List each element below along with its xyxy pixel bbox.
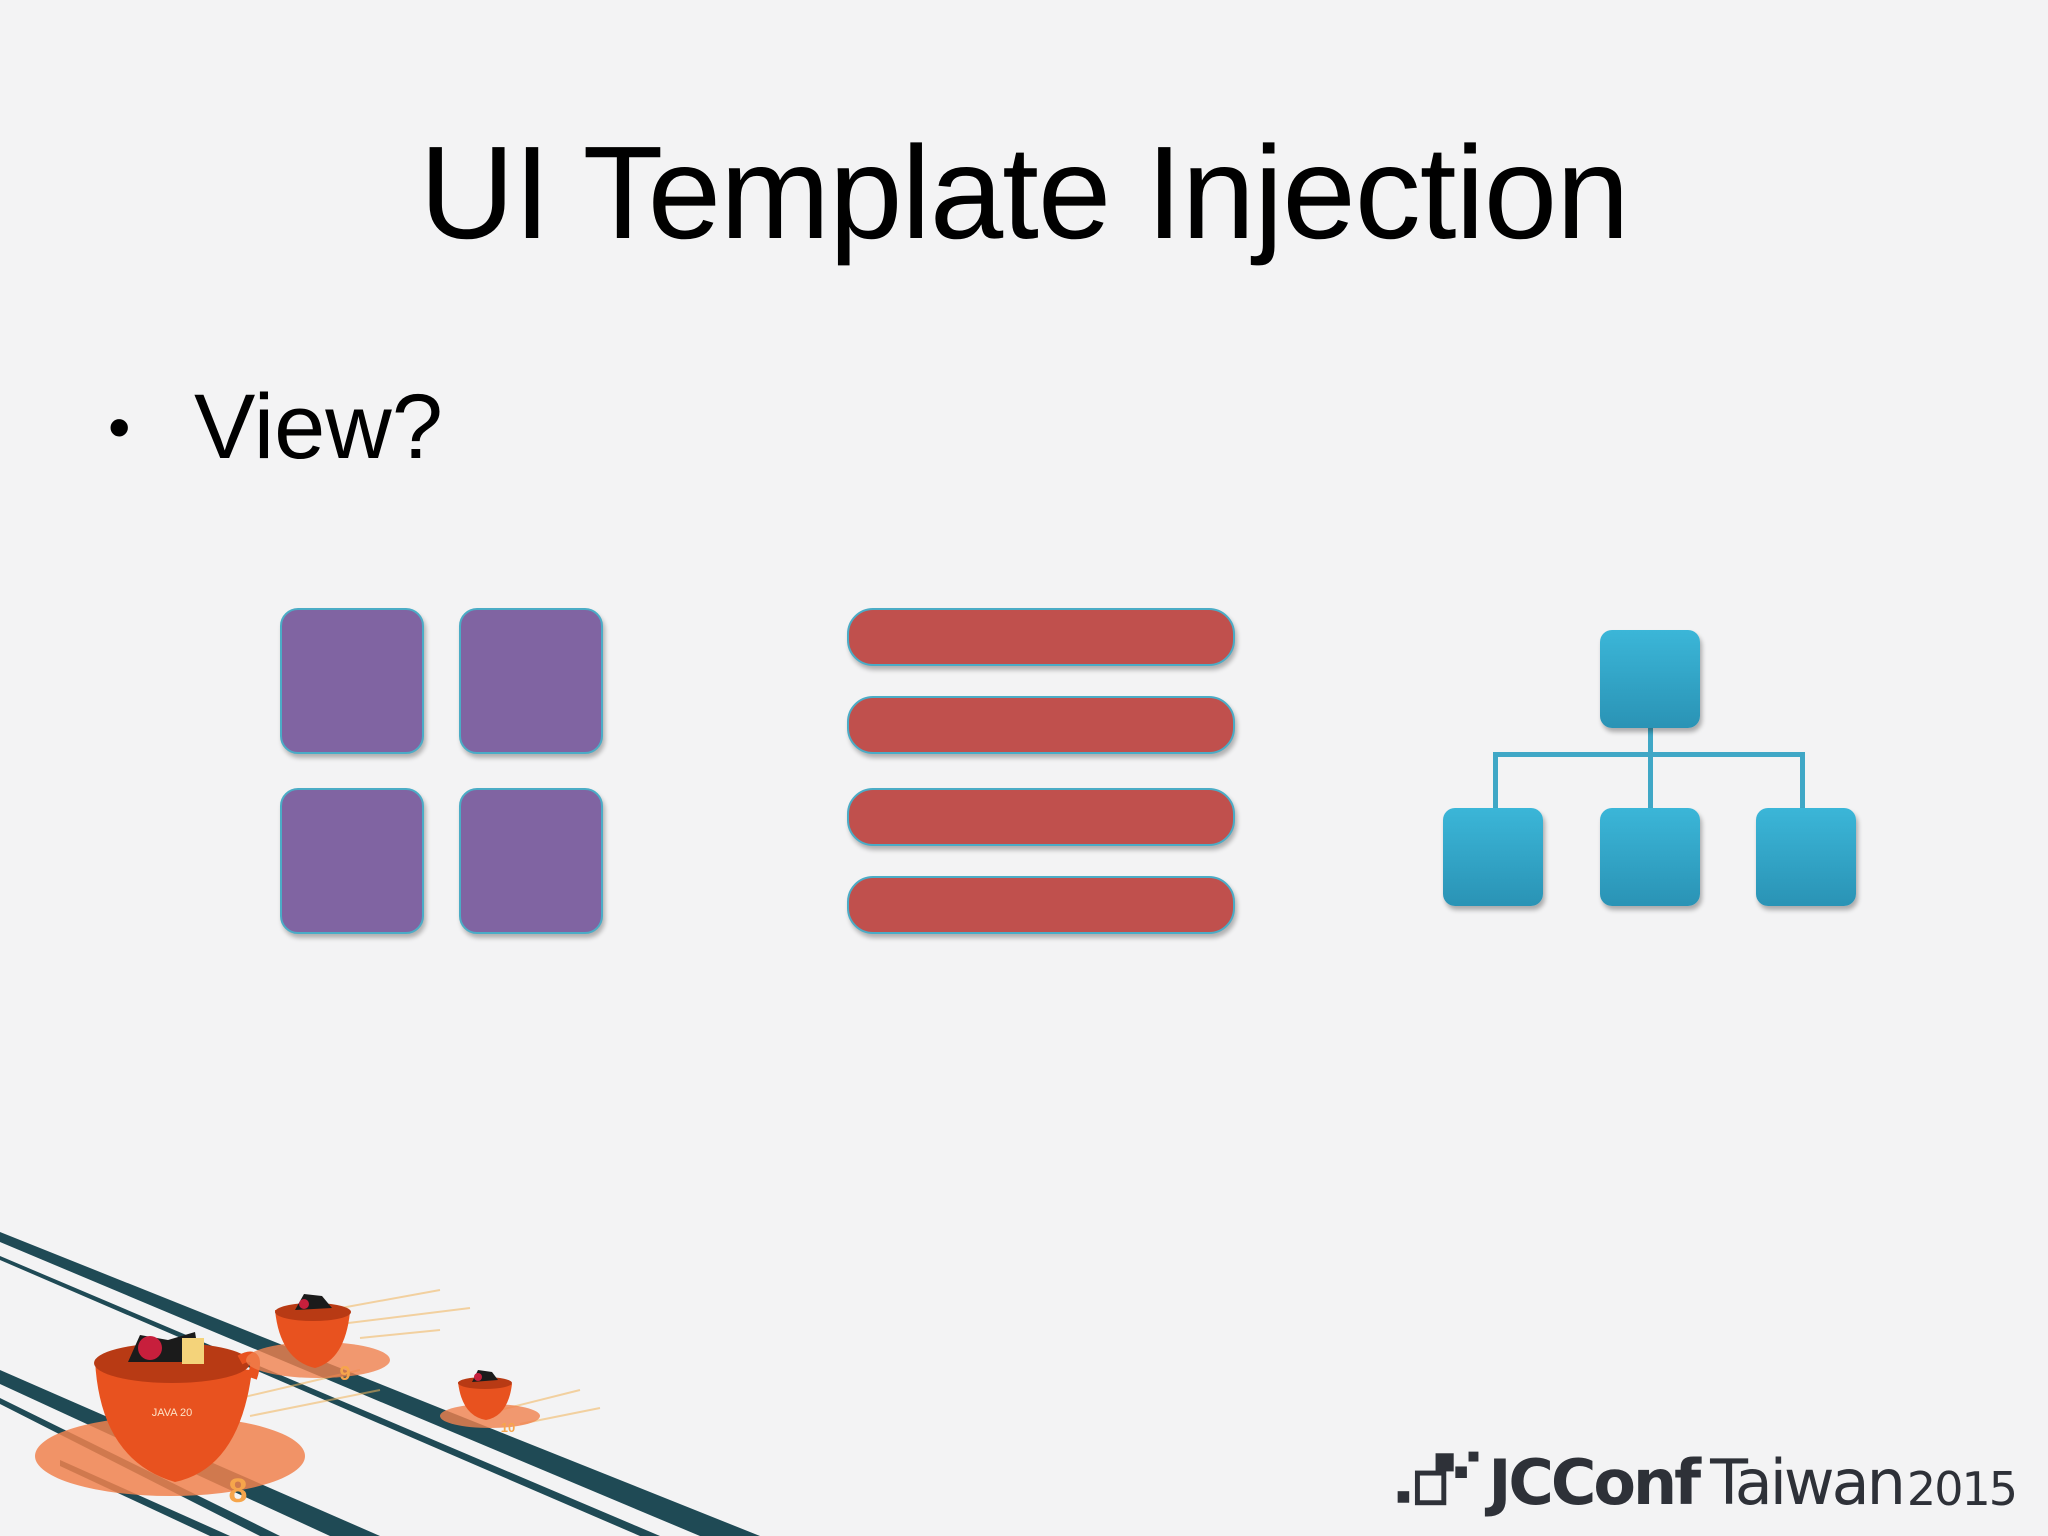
jcconf-logo: JCConf Taiwan 2015 bbox=[1396, 1438, 2018, 1519]
bullet-item: • View? bbox=[108, 372, 443, 482]
slide-title: UI Template Injection bbox=[419, 119, 1629, 266]
cup-large-icon: JAVA 20 8 bbox=[35, 1332, 305, 1510]
tree-connector bbox=[1648, 722, 1653, 862]
tree-view-icon bbox=[1440, 626, 1860, 908]
cup-large-label: JAVA 20 bbox=[152, 1407, 193, 1419]
logo-place: Taiwan bbox=[1710, 1446, 1906, 1519]
list-bar bbox=[847, 876, 1235, 934]
list-bar bbox=[847, 696, 1235, 754]
list-view-icon bbox=[847, 608, 1237, 936]
list-bar bbox=[847, 788, 1235, 846]
grid-tile bbox=[459, 608, 603, 754]
bullet-dot: • bbox=[108, 391, 131, 463]
cup-small-icon: 10 bbox=[440, 1370, 540, 1435]
bullet-text: View? bbox=[194, 376, 443, 478]
jcconf-squares-icon bbox=[1397, 1451, 1479, 1506]
track-decoration: JAVA 20 8 9 10 bbox=[0, 1232, 760, 1536]
tree-connector bbox=[1493, 752, 1498, 810]
grid-tile bbox=[459, 788, 603, 934]
jcconf-wordmark: JCConf Taiwan 2015 bbox=[1488, 1446, 2018, 1519]
logo-brand: JCConf bbox=[1488, 1446, 1701, 1519]
logo-year: 2015 bbox=[1906, 1462, 2018, 1516]
grid-tile bbox=[280, 788, 424, 934]
cup-large-number: 8 bbox=[229, 1472, 248, 1510]
tree-connector bbox=[1800, 752, 1805, 810]
cup-small-number: 10 bbox=[501, 1420, 515, 1435]
tree-child-node bbox=[1600, 808, 1700, 906]
tree-root-node bbox=[1600, 630, 1700, 728]
grid-view-icon bbox=[280, 608, 606, 936]
tree-child-node bbox=[1443, 808, 1543, 906]
tree-connector bbox=[1493, 752, 1803, 757]
cup-medium-number: 9 bbox=[339, 1363, 350, 1385]
list-bar bbox=[847, 608, 1235, 666]
grid-tile bbox=[280, 608, 424, 754]
cup-medium-icon: 9 bbox=[246, 1294, 390, 1385]
tree-child-node bbox=[1756, 808, 1856, 906]
